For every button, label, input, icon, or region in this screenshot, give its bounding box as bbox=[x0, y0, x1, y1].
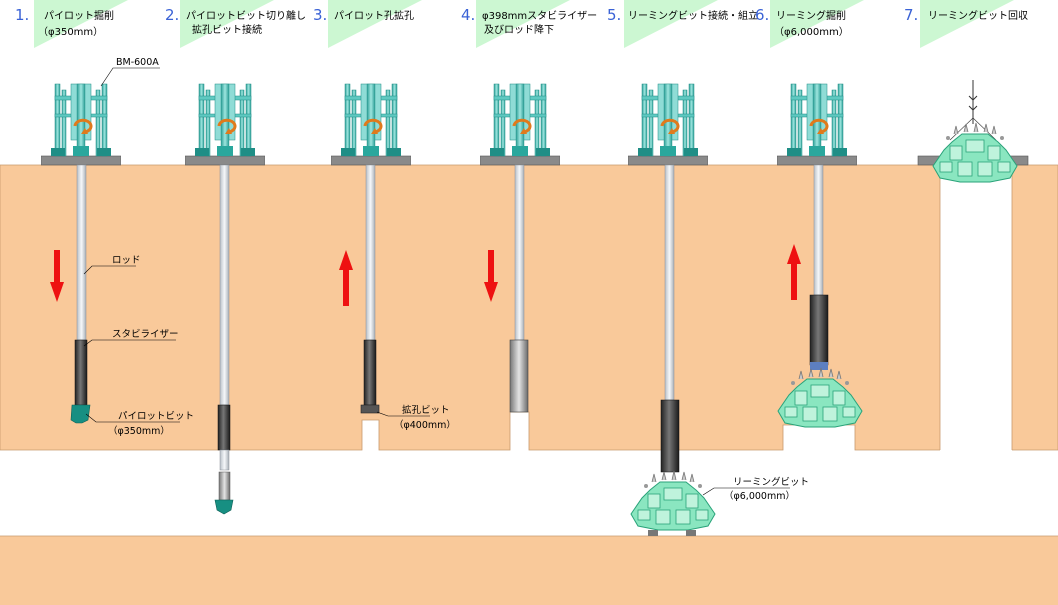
step-number-5: 5. bbox=[607, 6, 622, 24]
reaming-bit-recovered bbox=[932, 122, 1018, 183]
drilling-rigs bbox=[41, 82, 1029, 166]
step-subtitle-6: （φ6,000mm） bbox=[774, 27, 849, 38]
rig-step2 bbox=[185, 82, 265, 166]
reaming-hole-bit bbox=[360, 404, 380, 414]
ground bbox=[0, 164, 1058, 605]
pilot-bit bbox=[70, 404, 91, 424]
step3-drill-string bbox=[360, 164, 380, 414]
step1-drill-string bbox=[70, 164, 91, 424]
step-title-4: φ398mmスタビライザー bbox=[482, 11, 598, 22]
reaming-bit-assembly bbox=[630, 470, 716, 531]
label-reaming-hole-bit-size: （φ400mm） bbox=[394, 420, 456, 431]
step-number-2: 2. bbox=[165, 6, 180, 24]
step5-drill-string bbox=[630, 164, 716, 536]
rig-step3 bbox=[331, 82, 411, 166]
label-stabilizer: スタビライザー bbox=[112, 329, 179, 340]
step-title-2: パイロットビット切り離し bbox=[186, 11, 306, 22]
stabilizer bbox=[74, 339, 88, 406]
pilot-bit-detached bbox=[214, 499, 234, 515]
step7-recovery bbox=[932, 80, 1018, 183]
step-subtitle-1: （φ350mm） bbox=[38, 27, 104, 38]
step-title-5: リーミングビット接続・組立 bbox=[628, 11, 758, 22]
step-title-7: リーミングビット回収 bbox=[928, 11, 1028, 22]
rig-step1 bbox=[41, 82, 121, 166]
step-subtitle-2: 拡孔ビット接続 bbox=[192, 25, 262, 36]
label-machine: BM-600A bbox=[116, 57, 159, 68]
step-title-3: パイロット孔拡孔 bbox=[334, 11, 414, 22]
stabilizer-398 bbox=[509, 339, 529, 413]
label-pilot-bit: パイロットビット bbox=[118, 411, 195, 422]
step-banners bbox=[34, 0, 1014, 48]
step-number-4: 4. bbox=[461, 6, 476, 24]
step-number-3: 3. bbox=[313, 6, 328, 24]
step-title-1: パイロット掘削 bbox=[44, 11, 114, 22]
step3-arrow-icon bbox=[339, 250, 353, 306]
label-rod: ロッド bbox=[112, 255, 141, 266]
label-reaming-bit: リーミングビット bbox=[733, 477, 810, 488]
label-reaming-hole-bit: 拡孔ビット bbox=[402, 405, 450, 416]
rig-step4 bbox=[480, 82, 560, 166]
step-subtitle-4: 及びロッド降下 bbox=[484, 25, 554, 36]
label-reaming-bit-size: （φ6,000mm） bbox=[724, 491, 795, 502]
step-number-6: 6. bbox=[755, 6, 770, 24]
leader-lines bbox=[83, 67, 790, 496]
step6-arrow-icon bbox=[787, 244, 801, 300]
rig-step5 bbox=[628, 82, 708, 166]
step1-arrow-icon bbox=[50, 250, 64, 302]
step-number-1: 1. bbox=[15, 6, 30, 24]
step-number-7: 7. bbox=[904, 6, 919, 24]
step6-drill-string bbox=[777, 164, 863, 428]
label-pilot-bit-size: （φ350mm） bbox=[108, 426, 170, 437]
step4-arrow-icon bbox=[484, 250, 498, 302]
step-title-6: リーミング掘削 bbox=[776, 11, 846, 22]
step2-drill-string bbox=[214, 164, 234, 515]
rig-step6 bbox=[777, 82, 857, 166]
step4-drill-string bbox=[509, 164, 529, 413]
